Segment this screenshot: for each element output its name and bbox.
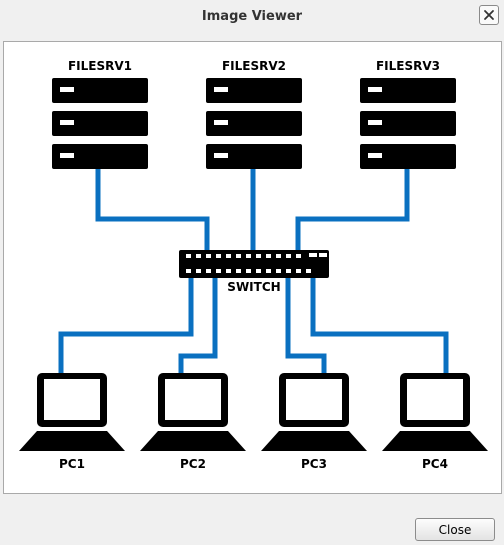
server-filesrv2: FILESRV2 <box>206 59 302 169</box>
window-close-button[interactable] <box>479 5 499 25</box>
laptop-icon <box>19 373 125 451</box>
image-area: FILESRV1 FILESRV2 <box>3 41 502 494</box>
server-filesrv3: FILESRV3 <box>360 59 456 169</box>
server-label: FILESRV2 <box>222 59 286 73</box>
laptop-icon <box>140 373 246 451</box>
server-label: FILESRV3 <box>376 59 440 73</box>
server-filesrv1: FILESRV1 <box>52 59 148 169</box>
server-label: FILESRV1 <box>68 59 132 73</box>
dialog-title: Image Viewer <box>201 8 303 24</box>
pc-2: PC2 <box>140 373 246 471</box>
network-switch-icon <box>179 250 329 278</box>
pc-4: PC4 <box>382 373 488 471</box>
close-button[interactable]: Close <box>415 518 495 541</box>
laptop-icon <box>382 373 488 451</box>
pc-1: PC1 <box>19 373 125 471</box>
laptop-icon <box>261 373 367 451</box>
close-x-icon <box>484 10 494 20</box>
server-rack-icon <box>206 78 302 169</box>
cable-switch-pc4 <box>310 278 449 378</box>
cable-switch-pc1 <box>58 278 194 378</box>
pc-label: PC3 <box>301 457 327 471</box>
cables <box>58 168 449 378</box>
pc-label: PC4 <box>422 457 448 471</box>
server-rack-icon <box>360 78 456 169</box>
pc-3: PC3 <box>261 373 367 471</box>
server-rack-icon <box>52 78 148 169</box>
cable-filesrv1-switch <box>95 168 210 256</box>
pc-label: PC2 <box>180 457 206 471</box>
cable-switch-pc3 <box>285 278 327 378</box>
cable-filesrv3-switch <box>295 168 410 256</box>
switch-label: SWITCH <box>227 280 280 294</box>
network-switch: SWITCH <box>179 250 329 294</box>
cable-switch-pc2 <box>178 278 218 378</box>
network-diagram-image: FILESRV1 FILESRV2 <box>19 59 488 471</box>
pc-label: PC1 <box>59 457 85 471</box>
title-bar: Image Viewer <box>0 0 504 32</box>
